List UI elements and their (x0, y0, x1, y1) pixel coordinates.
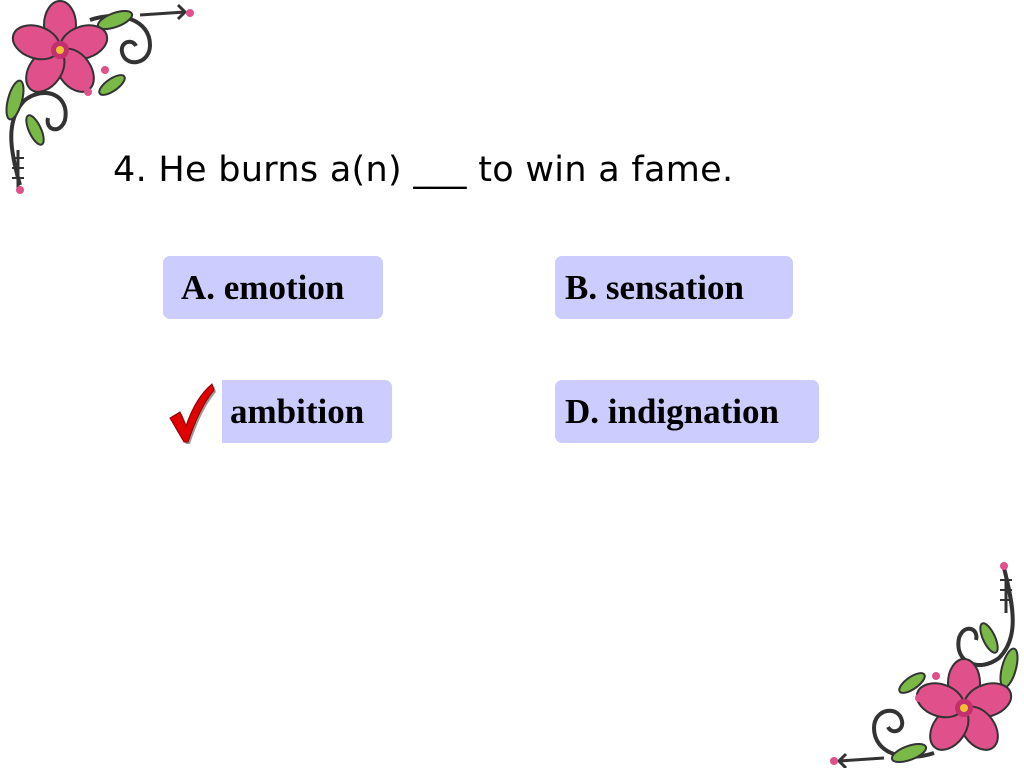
flower-corner-top-left-icon (5, 0, 194, 194)
check-mark-icon (169, 383, 216, 444)
option-c-button[interactable]: ambition (222, 380, 392, 443)
option-b-button[interactable]: B. sensation (555, 256, 793, 319)
option-d-button[interactable]: D. indignation (555, 380, 819, 443)
flower-corner-bottom-right-icon (830, 562, 1019, 768)
question-text: 4. He burns a(n) ___ to win a fame. (113, 150, 734, 190)
option-a-button[interactable]: A. emotion (163, 256, 383, 319)
